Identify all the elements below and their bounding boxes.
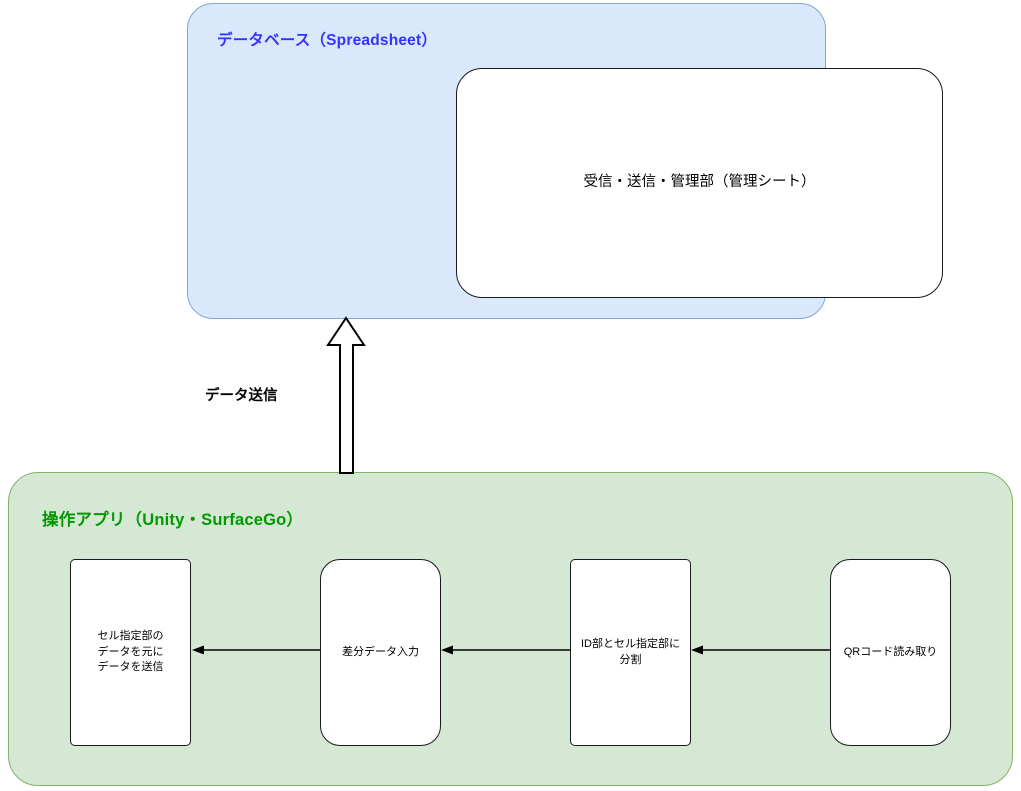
step-box-qr-scan[interactable]: QRコード読み取り bbox=[830, 559, 951, 746]
step-box-qr-scan-label: QRコード読み取り bbox=[843, 645, 938, 658]
data-send-block-arrow[interactable] bbox=[326, 316, 366, 474]
app-container-title: 操作アプリ（Unity・SurfaceGo） bbox=[42, 511, 304, 529]
data-send-block-arrow-shape bbox=[326, 316, 366, 474]
database-container[interactable]: データベース（Spreadsheet） 受信・送信・管理部（管理シート） bbox=[187, 3, 943, 319]
step-box-split-id-cell-label: ID部とセル指定部に 分割 bbox=[581, 637, 680, 666]
step-box-diff-input-label: 差分データ入力 bbox=[342, 645, 419, 658]
step-box-split-id-cell[interactable]: ID部とセル指定部に 分割 bbox=[570, 559, 691, 746]
step-box-diff-input[interactable]: 差分データ入力 bbox=[320, 559, 441, 746]
management-sheet-box[interactable]: 受信・送信・管理部（管理シート） bbox=[456, 68, 943, 298]
database-container-title: データベース（Spreadsheet） bbox=[217, 32, 438, 49]
data-send-arrow-label: データ送信 bbox=[205, 388, 278, 404]
management-sheet-label: 受信・送信・管理部（管理シート） bbox=[583, 174, 816, 191]
step-box-send-data-label: セル指定部の データを元に データを送信 bbox=[97, 629, 164, 674]
step-box-send-data[interactable]: セル指定部の データを元に データを送信 bbox=[70, 559, 191, 746]
